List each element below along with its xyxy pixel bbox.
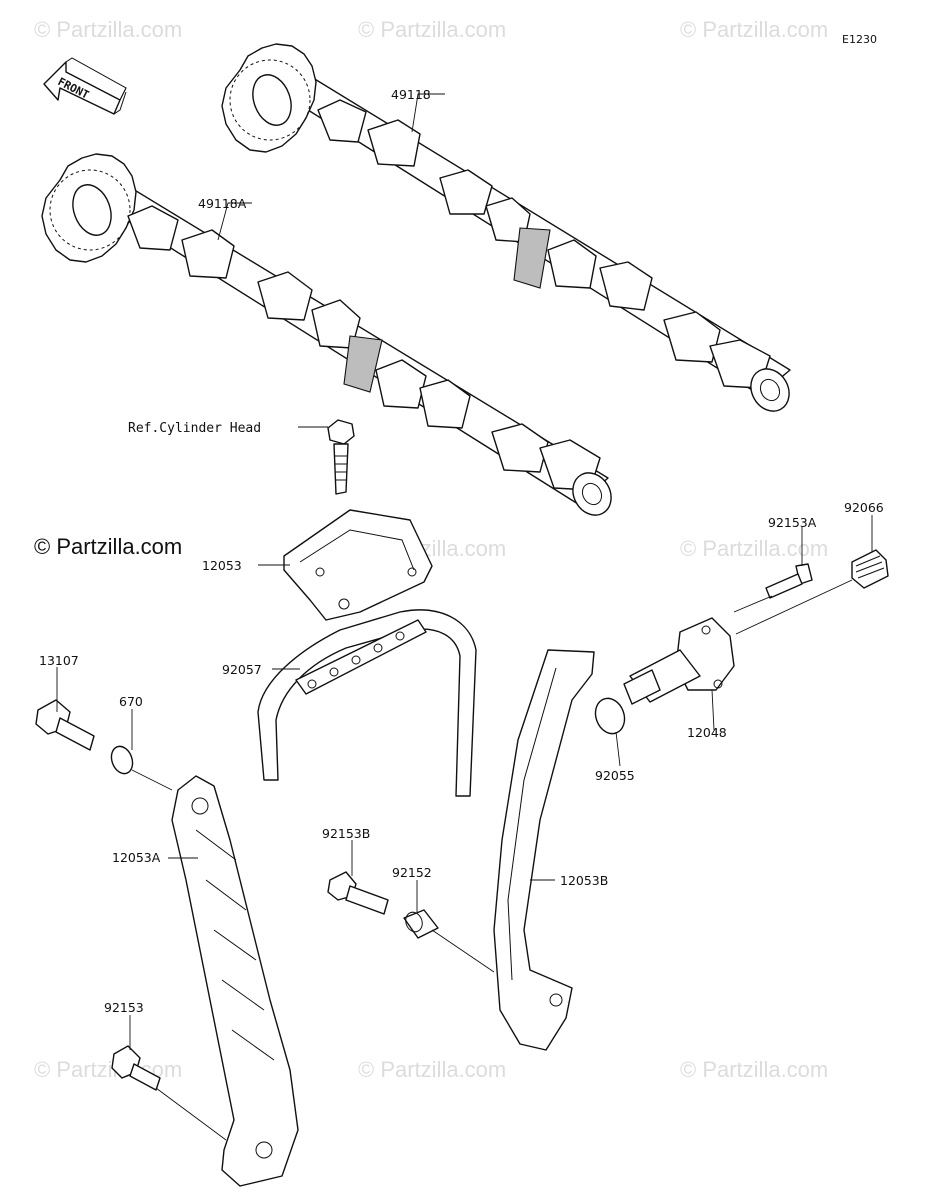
chain-guide-12053[interactable] <box>283 509 433 621</box>
chain-tensioner-12048[interactable] <box>623 617 735 705</box>
bolt-92153a <box>765 563 813 599</box>
cap-bolt-92066 <box>851 549 889 589</box>
cam-chain-92057[interactable] <box>257 609 477 797</box>
part-label-12053b[interactable]: 12053B <box>560 873 608 888</box>
front-arrow-icon: FRONT <box>43 57 127 115</box>
part-label-92153a[interactable]: 92153A <box>768 515 817 530</box>
chain-link <box>295 619 427 695</box>
camshaft-49118a[interactable] <box>41 153 619 522</box>
part-label-92152[interactable]: 92152 <box>392 865 432 880</box>
part-label-13107[interactable]: 13107 <box>39 653 79 668</box>
part-label-670[interactable]: 670 <box>119 694 143 709</box>
chain-guide-12053b[interactable] <box>493 649 595 1051</box>
bolt-92153b <box>327 871 389 915</box>
camshaft-49118[interactable] <box>221 43 797 418</box>
part-label-92153b[interactable]: 92153B <box>322 826 370 841</box>
part-label-12053a[interactable]: 12053A <box>112 850 161 865</box>
collar-92152 <box>403 909 439 939</box>
figure-code: E1230 <box>842 33 877 46</box>
part-label-12048[interactable]: 12048 <box>687 725 727 740</box>
watermark: © Partzilla.com <box>680 17 829 42</box>
part-label-92153[interactable]: 92153 <box>104 1000 144 1015</box>
bolt-cylinder-head <box>327 419 355 495</box>
leader-lines <box>56 93 873 1141</box>
part-label-92057[interactable]: 92057 <box>222 662 262 677</box>
watermark: © Partzilla.com <box>34 17 183 42</box>
copyright-notice: © Partzilla.com <box>34 534 183 559</box>
part-label-49118a[interactable]: 49118A <box>198 196 247 211</box>
watermark: © Partzilla.com <box>680 1057 829 1082</box>
part-label-92055[interactable]: 92055 <box>595 768 635 783</box>
part-label-92066[interactable]: 92066 <box>844 500 884 515</box>
cam-lobe <box>317 99 771 389</box>
pivot-bolt-13107 <box>35 699 95 751</box>
part-label-49118[interactable]: 49118 <box>391 87 431 102</box>
watermark: © Partzilla.com <box>680 536 829 561</box>
o-ring-92055 <box>594 697 626 735</box>
cam-lobe <box>127 205 601 491</box>
watermark: © Partzilla.com <box>358 17 507 42</box>
part-label-12053[interactable]: 12053 <box>202 558 242 573</box>
tensioner-guide-12053a[interactable] <box>171 775 299 1187</box>
o-ring-670 <box>110 745 134 775</box>
reference-label: Ref.Cylinder Head <box>128 421 261 436</box>
watermark: © Partzilla.com <box>358 1057 507 1082</box>
bolt-92153 <box>111 1045 161 1091</box>
